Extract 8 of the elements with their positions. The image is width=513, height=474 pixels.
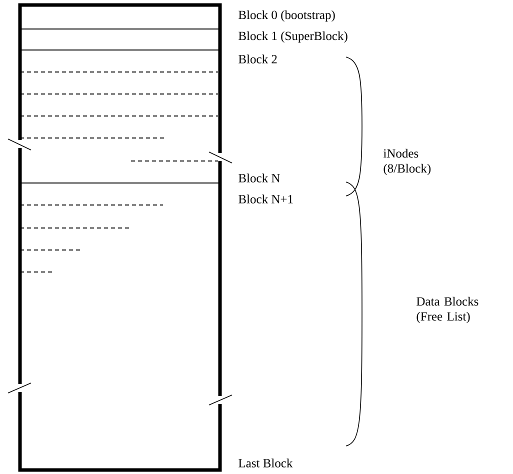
block-label: Block 1 (SuperBlock) — [238, 31, 348, 43]
block-label: Block N+1 — [238, 194, 293, 204]
block-label: iNodes (8/Block) — [383, 148, 431, 176]
block-label: Block 2 — [238, 54, 277, 64]
block-label: Block 0 (bootstrap) — [238, 10, 335, 22]
block-label: Data Blocks (Free List) — [416, 296, 478, 324]
block-label: Block N — [238, 174, 280, 182]
block-label: Last Block — [238, 458, 293, 468]
